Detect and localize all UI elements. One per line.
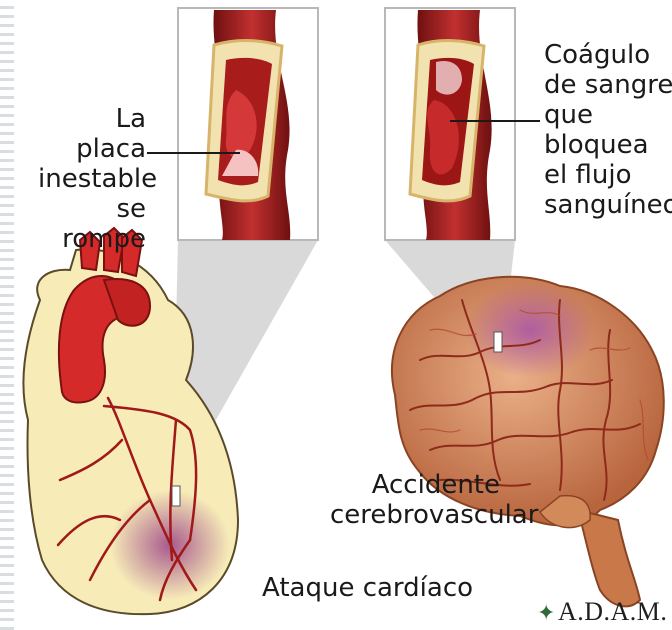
stroke-label: Accidente cerebrovascular bbox=[330, 470, 500, 530]
clot-label-line-1: Coágulo bbox=[544, 40, 672, 70]
clot-label-line-3: que bbox=[544, 100, 672, 130]
heart-clot-marker bbox=[172, 486, 180, 506]
adam-logo-text: A.D.A.M. bbox=[558, 597, 667, 626]
clot-label-line-4: bloquea bbox=[544, 130, 672, 160]
adam-logo: ✦A.D.A.M. bbox=[537, 597, 667, 627]
vessel-box-clot bbox=[385, 8, 515, 240]
clot-label-line-5: el flujo bbox=[544, 160, 672, 190]
plaque-label-line-2: inestable bbox=[38, 164, 146, 194]
brain-drawing bbox=[392, 277, 664, 606]
heart-attack-label: Ataque cardíaco bbox=[262, 573, 473, 603]
plaque-label-line-3: se rompe bbox=[38, 194, 146, 254]
plaque-rupture-label: La placa inestable se rompe bbox=[38, 104, 146, 254]
adam-leaf-icon: ✦ bbox=[537, 600, 556, 625]
stroke-label-line-1: Accidente bbox=[330, 470, 500, 500]
clot-label-line-2: de sangre bbox=[544, 70, 672, 100]
clot-label-line-6: sanguíneo bbox=[544, 190, 672, 220]
vessel-box-plaque bbox=[178, 8, 318, 240]
clot-label: Coágulo de sangre que bloquea el flujo s… bbox=[544, 40, 672, 220]
stroke-label-line-2: cerebrovascular bbox=[330, 500, 500, 530]
plaque-label-line-1: La placa bbox=[38, 104, 146, 164]
